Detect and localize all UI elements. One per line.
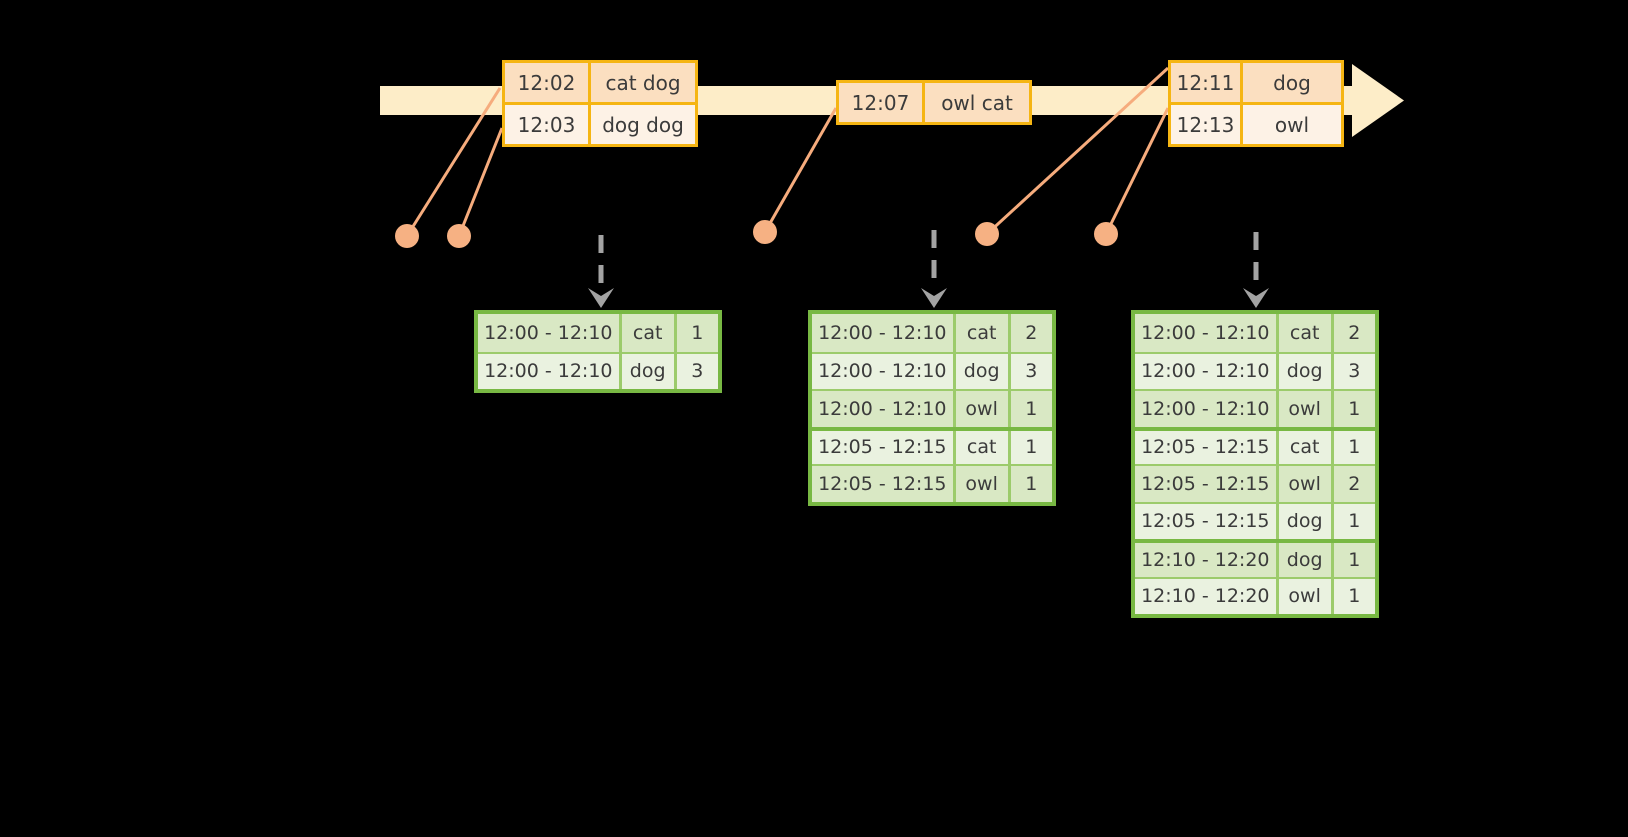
event-dot-1-connector bbox=[405, 87, 502, 237]
key-cell: dog bbox=[1279, 543, 1334, 577]
count-cell: 1 bbox=[1348, 436, 1361, 459]
event-row: 12:11 dog bbox=[1171, 63, 1341, 102]
event-payload: dog bbox=[1273, 70, 1311, 95]
event-payload: owl bbox=[1274, 112, 1310, 137]
event-dot-3-connector bbox=[763, 107, 838, 233]
event-payload: cat dog bbox=[605, 70, 681, 95]
key-cell: cat bbox=[1279, 430, 1334, 464]
event-group-1[interactable]: 12:02 cat dog 12:03 dog dog bbox=[502, 60, 698, 147]
window-cell: 12:00 - 12:10 bbox=[812, 391, 956, 427]
key-cell: cat bbox=[956, 430, 1011, 464]
window-cell: 12:00 - 12:10 bbox=[812, 314, 956, 352]
key-cell: cat bbox=[956, 314, 1011, 352]
key-cell: owl bbox=[1279, 391, 1334, 427]
key-cell: cat bbox=[1279, 314, 1334, 352]
key-cell: dog bbox=[622, 353, 677, 389]
window-cell: 12:05 - 12:15 bbox=[1135, 466, 1279, 502]
event-timestamp: 12:02 bbox=[505, 63, 591, 102]
count-cell: 3 bbox=[691, 360, 704, 383]
event-timestamp: 12:03 bbox=[505, 105, 591, 144]
event-dot-5-connector bbox=[1104, 107, 1170, 235]
count-cell: 1 bbox=[1348, 585, 1361, 608]
event-timestamp: 12:07 bbox=[839, 83, 925, 122]
window-cell: 12:00 - 12:10 bbox=[478, 353, 622, 389]
event-timestamp: 12:11 bbox=[1171, 63, 1243, 102]
count-cell: 2 bbox=[1348, 321, 1361, 344]
window-cell: 12:00 - 12:10 bbox=[1135, 314, 1279, 352]
count-cell: 2 bbox=[1025, 321, 1038, 344]
flow-arrow-3 bbox=[1243, 232, 1269, 308]
count-cell: 1 bbox=[691, 321, 704, 344]
count-cell: 1 bbox=[1348, 548, 1361, 571]
event-dot-2 bbox=[447, 224, 471, 248]
key-cell: dog bbox=[1279, 353, 1334, 389]
event-dot-4 bbox=[975, 222, 999, 246]
window-cell: 12:00 - 12:10 bbox=[812, 353, 956, 389]
key-cell: dog bbox=[1279, 503, 1334, 539]
window-cell: 12:00 - 12:10 bbox=[478, 314, 622, 352]
event-dot-5 bbox=[1094, 222, 1118, 246]
key-cell: owl bbox=[1279, 466, 1334, 502]
window-cell: 12:00 - 12:10 bbox=[1135, 391, 1279, 427]
count-cell: 1 bbox=[1348, 510, 1361, 533]
window-cell: 12:05 - 12:15 bbox=[812, 466, 956, 502]
event-dots bbox=[395, 220, 1118, 248]
event-row: 12:03 dog dog bbox=[505, 102, 695, 144]
window-cell: 12:05 - 12:15 bbox=[1135, 430, 1279, 464]
flow-arrow-1 bbox=[588, 235, 614, 308]
window-cell: 12:00 - 12:10 bbox=[1135, 353, 1279, 389]
flow-arrows bbox=[588, 230, 1269, 308]
event-row: 12:07 owl cat bbox=[839, 83, 1029, 122]
window-cell: 12:10 - 12:20 bbox=[1135, 578, 1279, 614]
flow-arrow-2 bbox=[921, 230, 947, 308]
count-cell: 1 bbox=[1025, 397, 1038, 420]
key-cell: owl bbox=[956, 466, 1011, 502]
event-group-2[interactable]: 12:07 owl cat bbox=[836, 80, 1032, 125]
window-cell: 12:05 - 12:15 bbox=[812, 430, 956, 464]
event-payload: owl cat bbox=[941, 90, 1013, 115]
event-payload: dog dog bbox=[602, 112, 684, 137]
count-cell: 1 bbox=[1025, 472, 1038, 495]
count-cell: 1 bbox=[1348, 397, 1361, 420]
event-dot-2-connector bbox=[457, 127, 504, 237]
event-row: 12:13 owl bbox=[1171, 102, 1341, 144]
key-cell: owl bbox=[1279, 578, 1334, 614]
event-group-3[interactable]: 12:11 dog 12:13 owl bbox=[1168, 60, 1344, 147]
count-cell: 3 bbox=[1348, 360, 1361, 383]
count-cell: 1 bbox=[1025, 436, 1038, 459]
count-cell: 3 bbox=[1025, 360, 1038, 383]
event-dot-3 bbox=[753, 220, 777, 244]
window-cell: 12:05 - 12:15 bbox=[1135, 503, 1279, 539]
event-row: 12:02 cat dog bbox=[505, 63, 695, 102]
event-dot-1 bbox=[395, 224, 419, 248]
key-cell: cat bbox=[622, 314, 677, 352]
window-cell: 12:10 - 12:20 bbox=[1135, 543, 1279, 577]
key-cell: dog bbox=[956, 353, 1011, 389]
key-cell: owl bbox=[956, 391, 1011, 427]
count-cell: 2 bbox=[1348, 472, 1361, 495]
event-timestamp: 12:13 bbox=[1171, 105, 1243, 144]
